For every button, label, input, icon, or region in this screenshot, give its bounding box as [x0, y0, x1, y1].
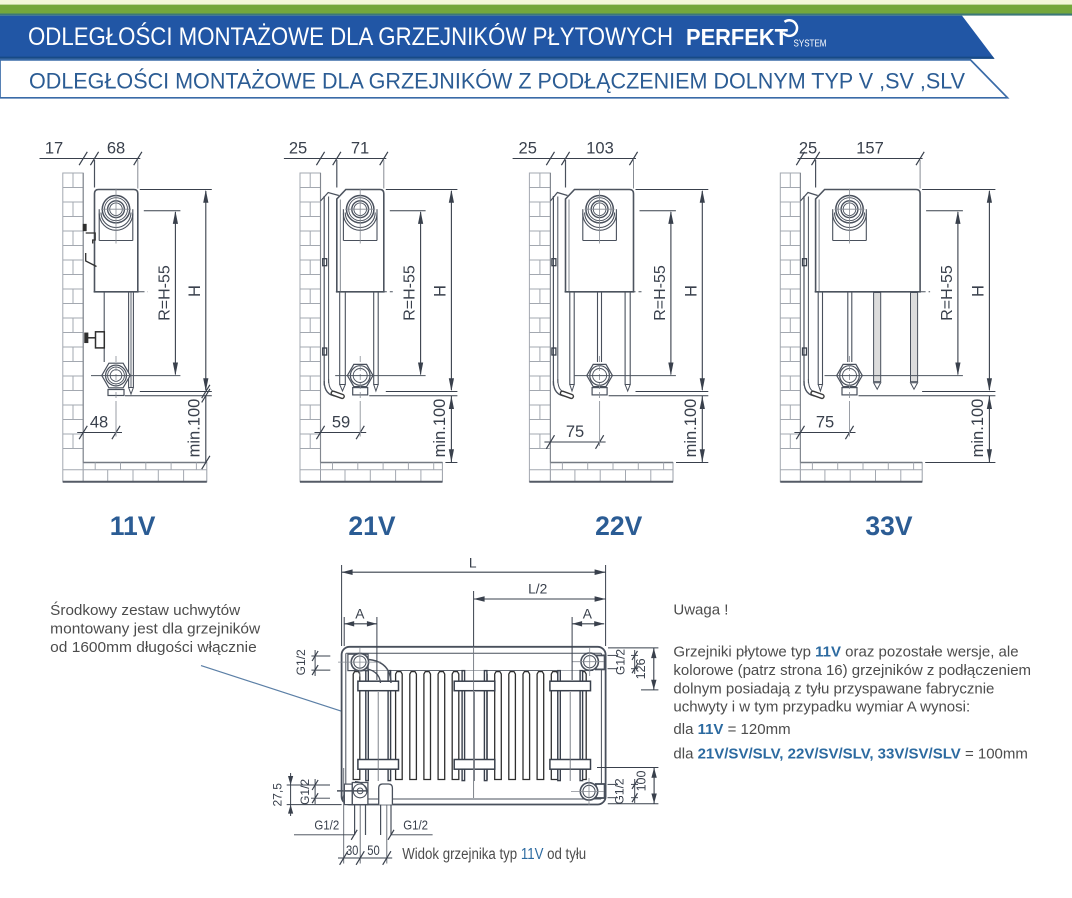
svg-text:H: H — [431, 285, 449, 297]
svg-text:ODLEGŁOŚCI MONTAŻOWE DLA GRZEJ: ODLEGŁOŚCI MONTAŻOWE DLA GRZEJNIKÓW Z PO… — [29, 68, 965, 93]
svg-text:Uwaga !: Uwaga ! — [673, 602, 728, 619]
svg-text:PERFEKT: PERFEKT — [686, 24, 789, 50]
svg-text:Grzejniki płytowe typ 11V oraz: Grzejniki płytowe typ 11V oraz pozostałe… — [673, 644, 1018, 661]
svg-text:33V: 33V — [865, 511, 912, 541]
svg-text:uchwyty i w tym przypadku wymi: uchwyty i w tym przypadku wymiar A wynos… — [673, 699, 970, 716]
svg-text:21V: 21V — [348, 511, 395, 541]
svg-text:G1/2: G1/2 — [298, 779, 312, 805]
svg-text:30: 30 — [346, 843, 359, 858]
svg-text:126: 126 — [634, 658, 648, 679]
svg-text:L: L — [469, 556, 477, 571]
svg-text:G1/2: G1/2 — [614, 649, 628, 675]
svg-text:22V: 22V — [595, 511, 642, 541]
svg-text:ODLEGŁOŚCI MONTAŻOWE DLA GR: ODLEGŁOŚCI MONTAŻOWE DLA GRZEJNIKÓW PŁYT… — [28, 21, 673, 51]
svg-text:R=H-55: R=H-55 — [156, 265, 173, 321]
svg-text:H: H — [682, 285, 700, 297]
svg-text:SYSTEM: SYSTEM — [794, 38, 827, 50]
svg-text:R=H-55: R=H-55 — [402, 265, 419, 321]
svg-text:min.100: min.100 — [969, 399, 987, 458]
svg-text:Środkowy zestaw uchwytów: Środkowy zestaw uchwytów — [50, 601, 240, 619]
svg-text:min.100: min.100 — [431, 399, 449, 458]
svg-text:A: A — [583, 607, 593, 622]
svg-text:100: 100 — [634, 771, 648, 792]
svg-text:kolorowe (patrz strona 16) grz: kolorowe (patrz strona 16) grzejników z … — [673, 662, 1031, 679]
svg-text:min.100: min.100 — [682, 399, 700, 458]
svg-text:27,5: 27,5 — [271, 783, 285, 807]
svg-text:G1/2: G1/2 — [294, 649, 308, 675]
svg-text:dla 21V/SV/SLV, 22V/SV/SLV, 33: dla 21V/SV/SLV, 22V/SV/SLV, 33V/SV/SLV =… — [673, 746, 1028, 763]
svg-text:11V: 11V — [110, 511, 156, 541]
svg-text:103: 103 — [586, 140, 614, 158]
svg-text:59: 59 — [332, 414, 350, 432]
svg-text:75: 75 — [816, 414, 834, 432]
svg-text:od 1600mm długości włącznie: od 1600mm długości włącznie — [50, 639, 257, 656]
svg-text:25: 25 — [289, 140, 307, 158]
svg-text:A: A — [355, 607, 365, 622]
svg-text:dolnym posiadają z tyłu przysp: dolnym posiadają z tyłu przyspawane fabr… — [673, 680, 994, 697]
svg-text:G1/2: G1/2 — [403, 818, 428, 833]
svg-text:68: 68 — [107, 140, 125, 158]
svg-text:G1/2: G1/2 — [314, 818, 339, 833]
svg-text:R=H-55: R=H-55 — [652, 265, 669, 321]
svg-text:75: 75 — [566, 423, 584, 441]
svg-text:71: 71 — [351, 140, 369, 158]
svg-text:min.100: min.100 — [185, 399, 203, 458]
svg-text:montowany jest dla grzejników: montowany jest dla grzejników — [50, 620, 260, 637]
svg-text:25: 25 — [799, 140, 817, 158]
svg-text:48: 48 — [90, 414, 108, 432]
svg-text:dla 11V = 120mm: dla 11V = 120mm — [673, 721, 790, 738]
svg-text:R=H-55: R=H-55 — [939, 265, 956, 321]
svg-text:Widok grzejnika typ 11V od tył: Widok grzejnika typ 11V od tyłu — [402, 846, 586, 863]
svg-text:157: 157 — [856, 140, 884, 158]
svg-text:H: H — [186, 285, 204, 297]
svg-text:G1/2: G1/2 — [613, 778, 627, 804]
svg-text:17: 17 — [45, 140, 63, 158]
svg-text:H: H — [969, 285, 987, 297]
svg-text:L/2: L/2 — [528, 582, 547, 597]
svg-text:25: 25 — [519, 140, 537, 158]
svg-text:50: 50 — [367, 843, 380, 858]
